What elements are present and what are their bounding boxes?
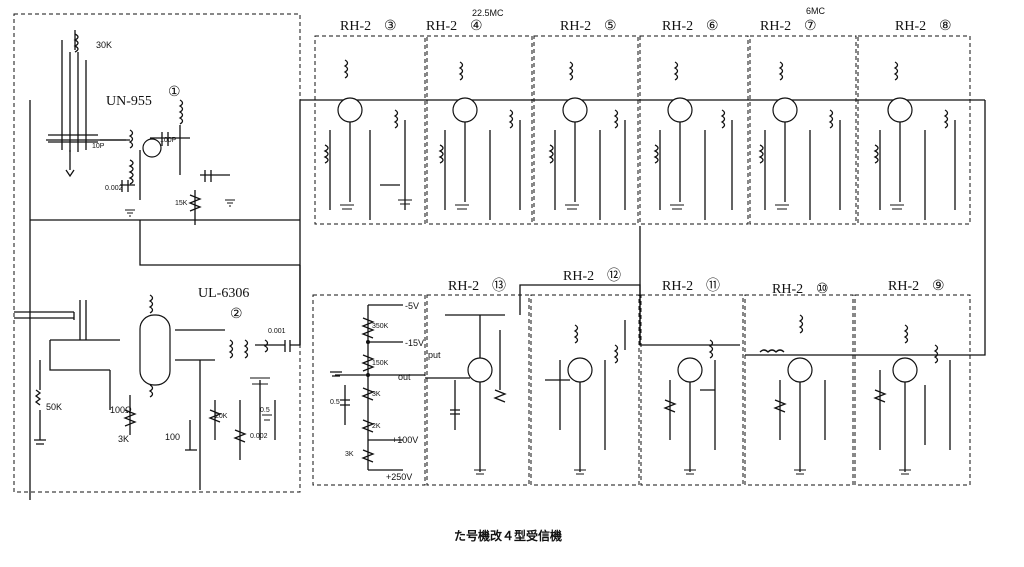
label-10p: 10P bbox=[92, 143, 105, 150]
stage-8: RH-2 ⑧ bbox=[857, 19, 971, 225]
label-100p: 100P bbox=[160, 137, 177, 144]
label-350k: 350K bbox=[372, 323, 389, 330]
power-divider: -5V -15V out +100V +250V 350K 150K 3K 2K… bbox=[312, 294, 426, 486]
label-p250v: +250V bbox=[386, 472, 412, 482]
stage-3: RH-2 ③ bbox=[314, 19, 426, 225]
label-22-5mc: 22.5MC bbox=[472, 8, 504, 18]
stage-13: RH-2 ⑬ put bbox=[425, 278, 641, 486]
svg-text:⑩: ⑩ bbox=[816, 282, 829, 297]
svg-text:④: ④ bbox=[470, 19, 483, 34]
label-m15v: -15V bbox=[405, 338, 424, 348]
svg-text:RH-2: RH-2 bbox=[772, 282, 803, 297]
svg-text:RH-2: RH-2 bbox=[888, 279, 919, 294]
label-ul6306: UL-6306 bbox=[198, 286, 249, 301]
svg-text:⑦: ⑦ bbox=[804, 19, 817, 34]
tuner-frame bbox=[13, 13, 301, 493]
label-6mc: 6MC bbox=[806, 6, 826, 16]
svg-text:RH-2: RH-2 bbox=[662, 279, 693, 294]
label-3k: 3K bbox=[118, 434, 129, 444]
label-150k: 150K bbox=[372, 360, 389, 367]
svg-text:⑨: ⑨ bbox=[932, 279, 945, 294]
svg-text:RH-2: RH-2 bbox=[340, 19, 371, 34]
stage-10: RH-2 ⑩ bbox=[744, 282, 855, 486]
svg-text:RH-2: RH-2 bbox=[426, 19, 457, 34]
label-3k-a: 3K bbox=[372, 391, 381, 398]
stage-12: RH-2 ⑫ bbox=[530, 268, 640, 486]
svg-text:RH-2: RH-2 bbox=[760, 19, 791, 34]
ul6306-stage: UL-6306 ② 50K 100Ω 3K 100 20K 0.001 0.5 … bbox=[14, 265, 301, 490]
label-p100v: +100V bbox=[392, 435, 418, 445]
label-put: put bbox=[428, 350, 441, 360]
svg-text:⑬: ⑬ bbox=[492, 278, 506, 294]
label-05-pwr: 0.5 bbox=[330, 399, 340, 406]
stage-9: RH-2 ⑨ bbox=[854, 279, 971, 486]
label-0001: 0.001 bbox=[268, 328, 286, 335]
label-m5v: -5V bbox=[405, 301, 419, 311]
svg-text:RH-2: RH-2 bbox=[563, 269, 594, 284]
diagram-caption: た号機改４型受信機 bbox=[454, 528, 562, 543]
svg-text:⑥: ⑥ bbox=[706, 19, 719, 34]
label-20k: 20K bbox=[215, 413, 228, 420]
svg-text:RH-2: RH-2 bbox=[560, 19, 591, 34]
label-30k: 30K bbox=[96, 40, 112, 50]
label-out: out bbox=[398, 372, 411, 382]
stage-4: RH-2 ④ 22.5MC bbox=[426, 8, 533, 225]
label-0002-b: 0.002 bbox=[250, 433, 268, 440]
stage-6: RH-2 ⑥ bbox=[639, 19, 749, 225]
label-100ohm: 100Ω bbox=[110, 405, 132, 415]
label-100: 100 bbox=[165, 432, 180, 442]
svg-text:⑫: ⑫ bbox=[607, 268, 621, 284]
label-50k: 50K bbox=[46, 402, 62, 412]
stage-11: RH-2 ⑪ bbox=[640, 278, 744, 486]
svg-text:⑤: ⑤ bbox=[604, 19, 617, 34]
top-signal-bus bbox=[299, 99, 986, 356]
stage-5: RH-2 ⑤ bbox=[533, 19, 639, 225]
label-3k-b: 3K bbox=[345, 451, 354, 458]
svg-text:RH-2: RH-2 bbox=[895, 19, 926, 34]
label-2k: 2K bbox=[372, 423, 381, 430]
svg-text:③: ③ bbox=[384, 19, 397, 34]
label-0002: 0.002 bbox=[105, 185, 123, 192]
un955-stage: 30K UN-955 ① 10P 100P 0.002 15K bbox=[29, 30, 300, 500]
label-un955: UN-955 bbox=[106, 94, 152, 109]
svg-text:⑪: ⑪ bbox=[706, 278, 720, 294]
label-05: 0.5 bbox=[260, 407, 270, 414]
stage-7: RH-2 ⑦ 6MC bbox=[749, 6, 857, 225]
svg-text:RH-2: RH-2 bbox=[662, 19, 693, 34]
label-15k: 15K bbox=[175, 200, 188, 207]
svg-text:RH-2: RH-2 bbox=[448, 279, 479, 294]
svg-text:⑧: ⑧ bbox=[939, 19, 952, 34]
label-ul6306-num: ② bbox=[230, 307, 243, 322]
label-un955-num: ① bbox=[168, 85, 181, 100]
